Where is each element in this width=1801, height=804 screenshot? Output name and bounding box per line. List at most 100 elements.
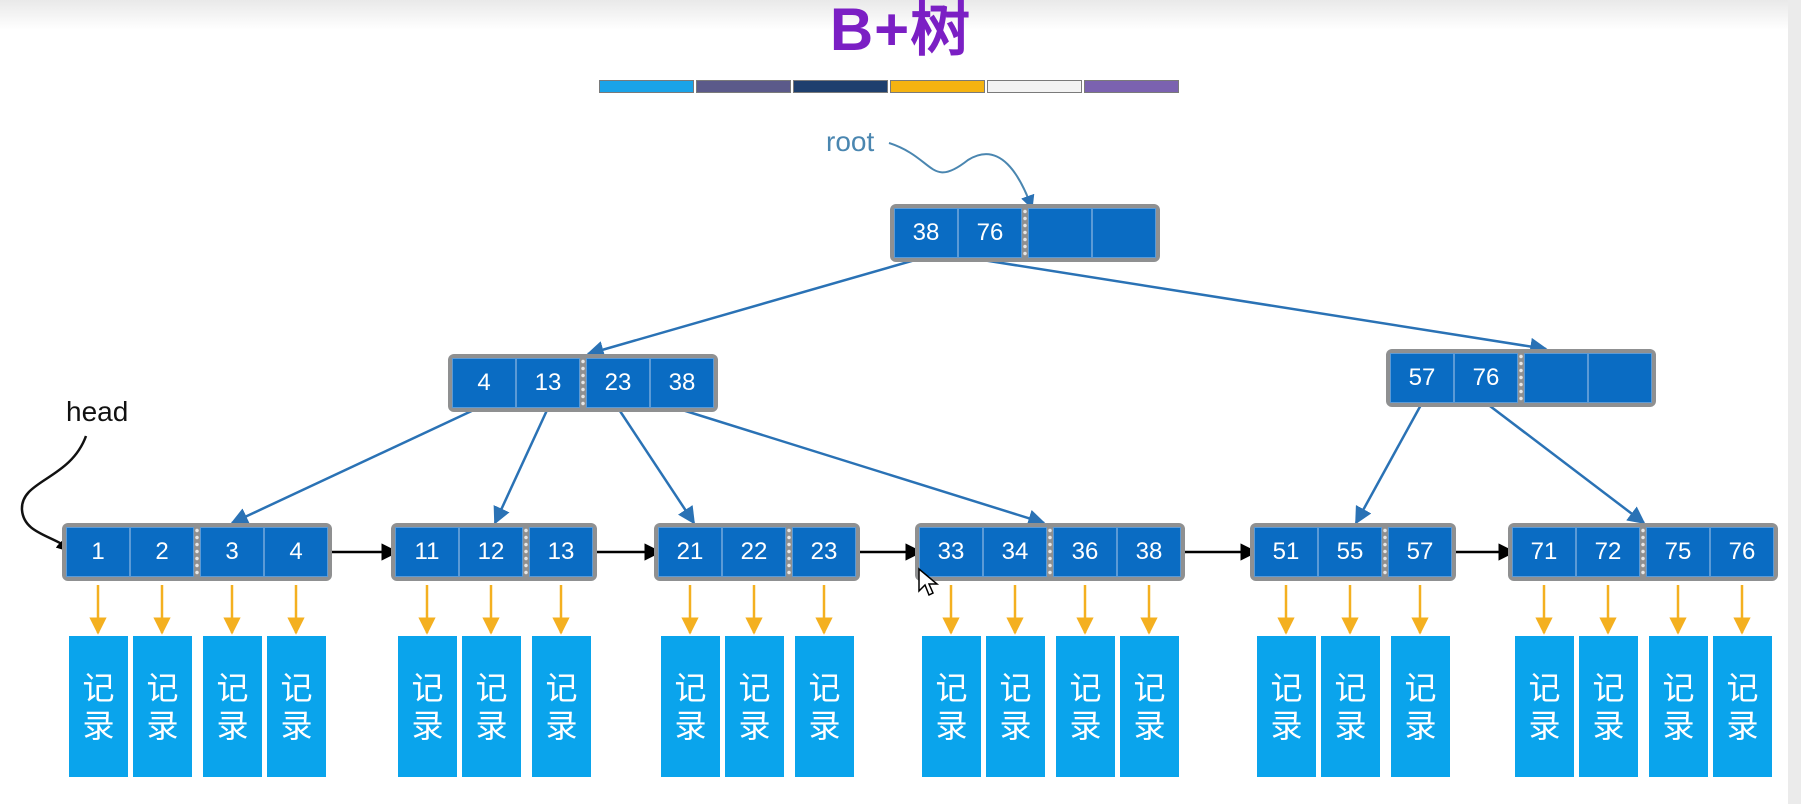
- record-label-char: 记: [280, 669, 313, 706]
- key-cell: 4: [452, 358, 516, 408]
- record-label-char: 录: [1726, 707, 1759, 744]
- key-cell: 4: [264, 527, 328, 577]
- record-label-char: 录: [545, 707, 578, 744]
- root-pointer-arrow: [888, 142, 1035, 210]
- color-bar-segment: [890, 80, 985, 93]
- record-label-char: 记: [674, 669, 707, 706]
- record-label-char: 记: [1404, 669, 1437, 706]
- node-separator: [523, 527, 529, 577]
- key-cell: 22: [722, 527, 786, 577]
- record-label-char: 录: [411, 707, 444, 744]
- record-label-char: 记: [738, 669, 771, 706]
- node-separator: [1640, 527, 1646, 577]
- head-label: head: [66, 396, 129, 427]
- record-label-char: 录: [280, 707, 313, 744]
- tree-edge: [969, 256, 1548, 356]
- record-label-char: 记: [146, 669, 179, 706]
- empty-key-cell: [1092, 208, 1156, 258]
- key-cell: 72: [1576, 527, 1640, 577]
- top-toolbar-band: [0, 0, 1801, 30]
- key-cell: 71: [1512, 527, 1576, 577]
- record-box: 记录: [133, 636, 192, 777]
- record-label-char: 录: [1334, 707, 1367, 744]
- record-box: 记录: [267, 636, 326, 777]
- key-cell: 34: [983, 527, 1047, 577]
- record-label-char: 记: [1069, 669, 1102, 706]
- record-label-char: 记: [935, 669, 968, 706]
- key-cell: 55: [1318, 527, 1382, 577]
- key-cell: 57: [1390, 353, 1454, 403]
- tree-edge: [1485, 402, 1646, 525]
- record-label-char: 录: [1592, 707, 1625, 744]
- record-label-char: 录: [999, 707, 1032, 744]
- record-label-char: 录: [216, 707, 249, 744]
- record-label-char: 录: [738, 707, 771, 744]
- key-cell: 76: [1454, 353, 1518, 403]
- empty-key-cell: [1588, 353, 1652, 403]
- root-label: root: [826, 126, 875, 157]
- right-scrollbar-band: [1788, 0, 1801, 804]
- tree-edge: [1354, 402, 1424, 525]
- record-label-char: 记: [1726, 669, 1759, 706]
- record-label-char: 记: [545, 669, 578, 706]
- record-box: 记录: [986, 636, 1045, 777]
- record-label-char: 记: [1662, 669, 1695, 706]
- key-cell: 23: [792, 527, 856, 577]
- record-label-char: 录: [82, 707, 115, 744]
- key-cell: 21: [658, 527, 722, 577]
- record-box: 记录: [398, 636, 457, 777]
- key-cell: 38: [894, 208, 958, 258]
- record-box: 记录: [203, 636, 262, 777]
- key-cell: 75: [1646, 527, 1710, 577]
- tree-edge: [675, 406, 1046, 527]
- record-box: 记录: [69, 636, 128, 777]
- color-bar-segment: [987, 80, 1082, 93]
- record-box: 记录: [922, 636, 981, 777]
- record-label-char: 记: [1592, 669, 1625, 706]
- record-label-char: 记: [1334, 669, 1367, 706]
- node-separator: [1382, 527, 1388, 577]
- key-cell: 12: [459, 527, 523, 577]
- record-label-char: 记: [411, 669, 444, 706]
- key-cell: 23: [586, 358, 650, 408]
- key-cell: 1: [66, 527, 130, 577]
- record-box: 记录: [1391, 636, 1450, 777]
- record-label-char: 记: [475, 669, 508, 706]
- color-bar: [599, 80, 1179, 93]
- key-cell: 76: [958, 208, 1022, 258]
- record-label-char: 录: [1133, 707, 1166, 744]
- record-label-char: 记: [1528, 669, 1561, 706]
- record-label-char: 录: [1404, 707, 1437, 744]
- record-box: 记录: [1120, 636, 1179, 777]
- key-cell: 36: [1053, 527, 1117, 577]
- record-box: 记录: [795, 636, 854, 777]
- key-cell: 11: [395, 527, 459, 577]
- color-bar-segment: [1084, 80, 1179, 93]
- record-box: 记录: [1579, 636, 1638, 777]
- record-box: 记录: [1515, 636, 1574, 777]
- record-box: 记录: [1713, 636, 1772, 777]
- record-label-char: 录: [808, 707, 841, 744]
- tree-edge: [230, 406, 479, 525]
- mouse-cursor-icon: [918, 567, 940, 597]
- record-label-char: 记: [82, 669, 115, 706]
- record-label-char: 录: [935, 707, 968, 744]
- empty-key-cell: [1524, 353, 1588, 403]
- tree-edge: [493, 407, 550, 525]
- record-box: 记录: [1321, 636, 1380, 777]
- key-cell: 13: [516, 358, 580, 408]
- node-separator: [194, 527, 200, 577]
- record-box: 记录: [725, 636, 784, 777]
- key-cell: 76: [1710, 527, 1774, 577]
- key-cell: 38: [650, 358, 714, 408]
- key-cell: 13: [529, 527, 593, 577]
- color-bar-segment: [793, 80, 888, 93]
- key-cell: 33: [919, 527, 983, 577]
